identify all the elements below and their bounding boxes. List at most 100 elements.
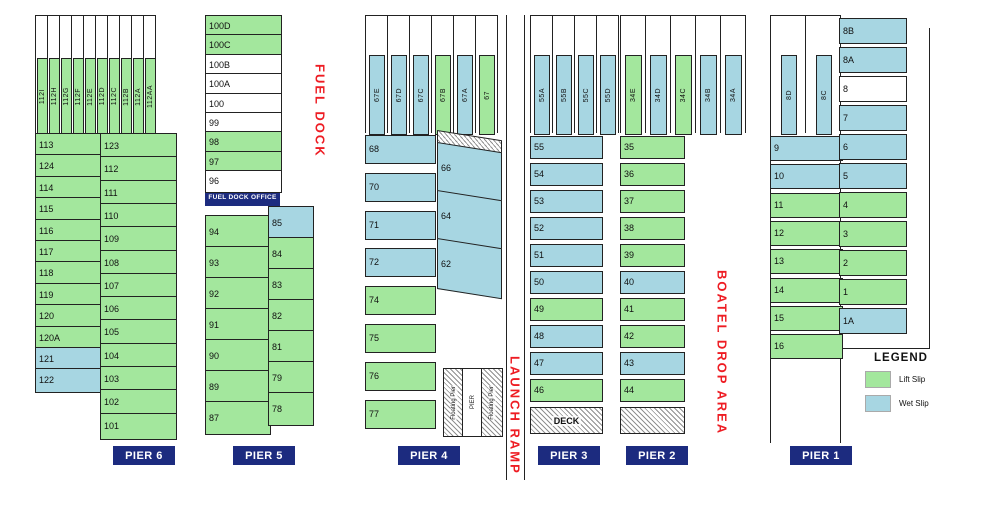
slip-label: 64 [441, 211, 452, 222]
slip-label: 93 [209, 257, 220, 268]
dock-line [506, 15, 507, 480]
dock-line [35, 15, 36, 133]
slip-label: 39 [624, 250, 635, 260]
slip-label: 34B [705, 88, 712, 102]
slip: 3 [839, 221, 907, 247]
slip: 112A [133, 58, 144, 135]
slip: 43 [620, 352, 685, 375]
slip-label: 53 [534, 196, 545, 206]
slip-label: 8A [843, 54, 855, 65]
legend-item-label: Lift Slip [899, 375, 926, 384]
slip-label: 49 [534, 304, 545, 314]
dock-line [620, 15, 746, 16]
slip-label: 34C [680, 87, 687, 103]
fuel-dock-office: FUEL DOCK OFFICE [205, 189, 280, 206]
slip: 67 [479, 55, 495, 135]
slip-label: 112D [99, 87, 106, 106]
slip: 112E [85, 58, 96, 135]
launch-ramp-label: LAUNCH RAMP [507, 355, 523, 475]
slip: 52 [530, 217, 603, 240]
slip: 46 [530, 379, 603, 402]
legend: LEGEND Lift Slip Wet Slip [845, 352, 957, 412]
slip: 72 [365, 248, 436, 277]
slip: 75 [365, 324, 436, 353]
slip: 15 [770, 306, 843, 331]
slip-label: 16 [774, 341, 785, 351]
pier4-nameplate: PIER 4 [398, 446, 460, 465]
slip: 83 [268, 268, 314, 302]
slip-label: 74 [369, 295, 380, 305]
pier5-nameplate: PIER 5 [233, 446, 295, 465]
slip-label: 99 [209, 118, 220, 128]
slip-label: 112C [111, 87, 118, 106]
slip: 67A [457, 55, 473, 135]
slip: 108 [100, 250, 177, 277]
slip: 78 [268, 392, 314, 426]
slip: 11 [770, 193, 843, 218]
dock-line [453, 15, 454, 133]
slip: 91 [205, 308, 271, 342]
slip-label: 90 [209, 350, 220, 361]
slip-label: 100A [209, 79, 231, 89]
slip: 42 [620, 325, 685, 348]
slip-label: 47 [534, 358, 545, 368]
dock-line [387, 15, 388, 133]
dock-line [552, 15, 553, 133]
slip: 55C [578, 55, 594, 135]
pier2-nameplate: PIER 2 [626, 446, 688, 465]
slip: 39 [620, 244, 685, 267]
slip-label: 81 [272, 341, 283, 352]
slip: 94 [205, 215, 271, 249]
slip-label: 67A [461, 88, 469, 102]
slip-label: 11 [774, 200, 784, 210]
slip-label: 34A [730, 88, 737, 102]
wet-slip-swatch [865, 395, 891, 412]
slip: 82 [268, 299, 314, 333]
slip-label: 8 [843, 83, 849, 94]
slip: 55 [530, 136, 603, 159]
deck-area: DECK [530, 407, 603, 434]
slip: 6 [839, 134, 907, 160]
slip: 101 [100, 413, 177, 440]
pier3-nameplate: PIER 3 [538, 446, 600, 465]
slip: 93 [205, 246, 271, 280]
slip-label: 67E [373, 88, 381, 102]
slip: 112H [49, 58, 60, 135]
slip-label: 34D [655, 87, 662, 103]
slip-label: 51 [534, 250, 545, 260]
slip-label: 84 [272, 248, 283, 259]
dock-line [840, 348, 930, 349]
slip-label: 107 [104, 281, 120, 291]
slip-label: 112AA [147, 85, 154, 108]
slip-label: 100B [209, 60, 231, 70]
slip-label: 104 [104, 351, 120, 361]
dock-line [620, 15, 621, 133]
slip-label: 55D [604, 87, 612, 103]
slip-label: 12 [774, 228, 785, 238]
slip-label: 67D [395, 87, 403, 103]
slip: 117 [35, 240, 103, 265]
slip-label: 120A [39, 333, 61, 343]
fuel-dock-label: FUEL DOCK [312, 64, 328, 158]
slip-label: 82 [272, 310, 283, 321]
slip-label: 8D [785, 90, 793, 100]
dock-line [720, 15, 721, 133]
slip: 53 [530, 190, 603, 213]
slip-label: 112E [87, 87, 94, 106]
slip-label: 112I [39, 88, 46, 105]
slip: 96 [205, 170, 282, 193]
slip-label: 35 [624, 142, 635, 152]
slip-label: 46 [534, 385, 545, 395]
slip-label: 50 [534, 277, 545, 287]
slip-label: 70 [369, 182, 380, 192]
slip: 112I [37, 58, 48, 135]
slip-label: 77 [369, 409, 380, 419]
dock-line [618, 15, 619, 133]
dock-line [497, 15, 498, 133]
slip: 109 [100, 226, 177, 253]
slip: 77 [365, 400, 436, 429]
slip-label: 43 [624, 358, 635, 368]
slip: 2 [839, 250, 907, 276]
dock-line [431, 15, 432, 133]
